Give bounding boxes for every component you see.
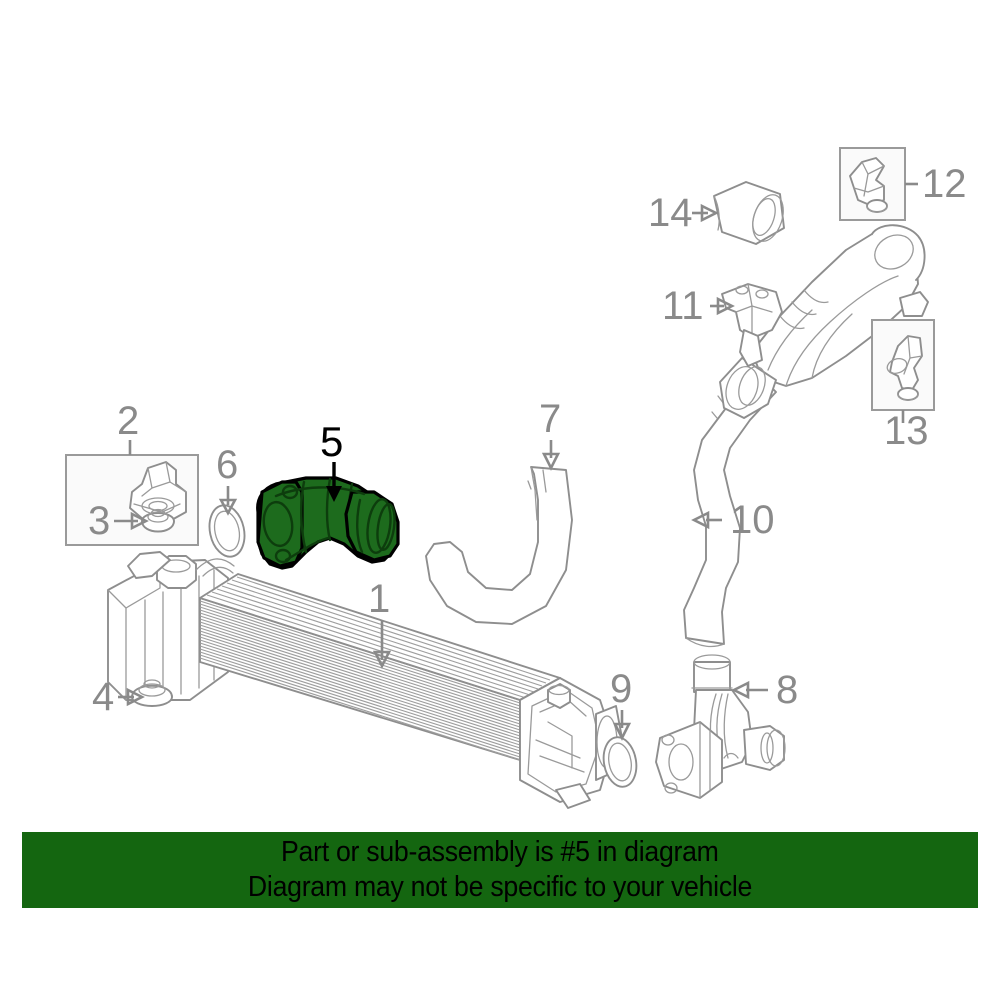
part-charge-air-hose-u xyxy=(425,466,573,625)
callout-9-number: 9 xyxy=(610,667,632,711)
callout-11: 11 xyxy=(662,284,735,328)
part-intercooler xyxy=(107,551,623,809)
callout-7: 7 xyxy=(539,397,561,471)
part-sensor-upper-detail-box xyxy=(839,147,906,221)
callout-7-number: 7 xyxy=(539,397,561,441)
callout-14-number: 14 xyxy=(648,191,693,235)
callout-8-number: 8 xyxy=(776,668,798,712)
part-rubber-sleeve xyxy=(713,181,785,245)
callout-12-number: 12 xyxy=(922,162,967,206)
notice-banner: Part or sub-assembly is #5 in diagram Di… xyxy=(22,832,978,908)
callout-3: 3 xyxy=(88,499,149,543)
callout-10-number: 10 xyxy=(730,498,775,542)
callout-13-number: 13 xyxy=(884,409,929,453)
callout-1: 1 xyxy=(368,577,392,669)
notice-banner-line-2: Diagram may not be specific to your vehi… xyxy=(247,871,753,903)
callout-13: 13 xyxy=(884,409,929,453)
callout-12: 12 xyxy=(905,162,967,206)
part-charge-air-elbow-highlighted xyxy=(256,476,400,570)
callout-5: 5 xyxy=(320,418,343,502)
part-outlet-connector-fitting xyxy=(655,654,786,799)
callout-6-number: 6 xyxy=(216,443,238,487)
callout-11-number: 11 xyxy=(662,284,704,328)
part-air-duct-assembly xyxy=(719,224,929,419)
callout-2: 2 xyxy=(117,399,139,455)
callout-4: 4 xyxy=(92,675,145,719)
callout-8: 8 xyxy=(731,668,798,712)
notice-banner-line-1: Part or sub-assembly is #5 in diagram xyxy=(281,836,719,868)
callout-9: 9 xyxy=(610,667,632,741)
callout-3-number: 3 xyxy=(88,499,110,543)
part-bracket-grommet xyxy=(141,508,175,533)
part-sensor-lower-detail-box xyxy=(871,319,935,411)
callout-4-number: 4 xyxy=(92,675,114,719)
part-bracket-detail-box xyxy=(65,454,199,546)
part-o-ring-lower xyxy=(602,736,638,788)
callout-5-number: 5 xyxy=(320,418,343,465)
callout-10: 10 xyxy=(691,498,775,542)
callout-6: 6 xyxy=(216,443,238,516)
callout-14: 14 xyxy=(648,191,719,235)
part-o-ring-upper xyxy=(208,504,246,558)
callout-1-number: 1 xyxy=(368,577,390,621)
callout-2-number: 2 xyxy=(117,399,139,443)
